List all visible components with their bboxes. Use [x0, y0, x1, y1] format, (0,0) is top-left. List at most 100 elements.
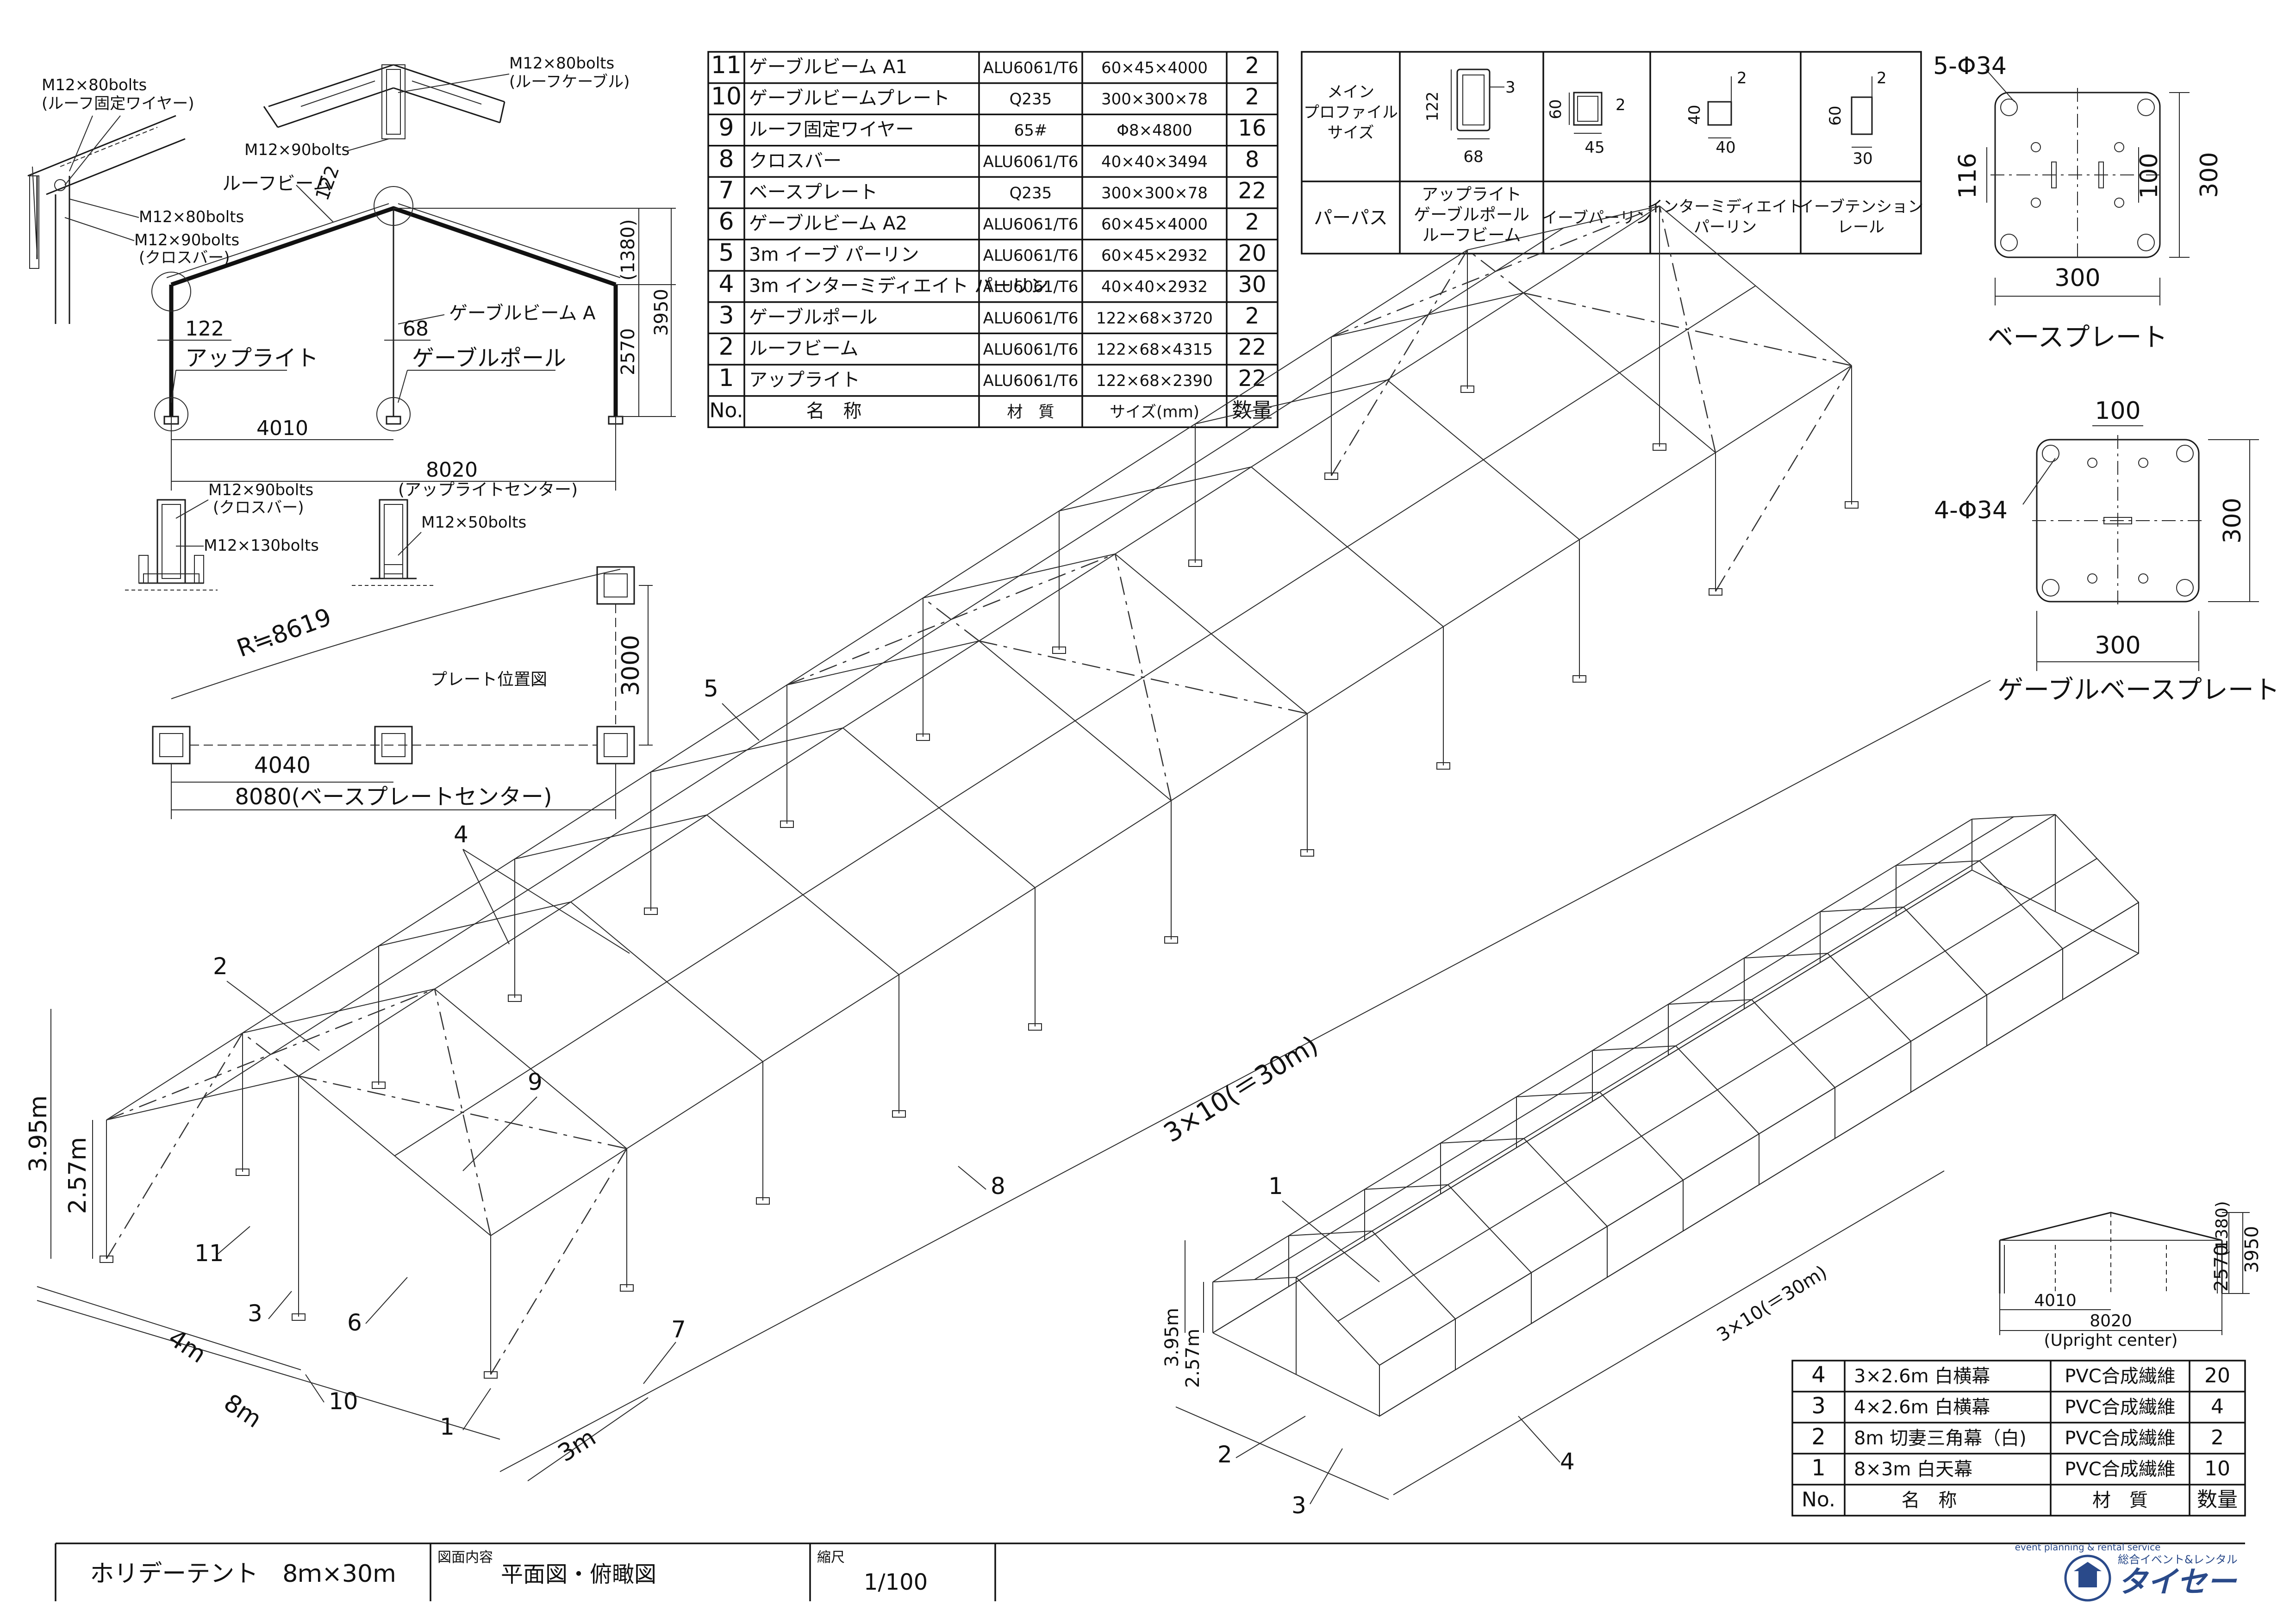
small-section-drawing: (1380) 3950 2570 4010 8020 (Upright cent…	[1999, 1201, 2263, 1350]
bolt-90: M12×90bolts	[244, 141, 349, 159]
callout-6: 6	[347, 1309, 362, 1336]
callout-8: 8	[991, 1173, 1005, 1200]
main-isometric-frame	[37, 205, 1991, 1481]
base-plate-title: ベースプレート	[1987, 323, 2167, 353]
part-material: ALU6061/T6	[983, 59, 1079, 77]
base-plate-holes: 5-Φ34	[1933, 52, 2007, 80]
dim-1380: (1380)	[618, 219, 639, 280]
part-qty: 20	[1238, 241, 1266, 267]
parts-header-material: 材 質	[1007, 403, 1054, 422]
p3-height: 40	[1685, 105, 1704, 124]
callout-10: 10	[329, 1388, 358, 1415]
p2-height: 60	[1547, 99, 1565, 119]
parts-header-name: 名 称	[806, 401, 862, 422]
base-plate-drawing: 5-Φ34 300 300 116 100 ベースプレート	[1933, 52, 2223, 353]
purpose-4b: レール	[1837, 218, 1884, 236]
joint-detail-top	[263, 64, 505, 139]
cover-qty: 20	[2204, 1364, 2230, 1387]
plate-4040: 4040	[254, 752, 311, 778]
label-roof-beam: ルーフビーム	[222, 173, 331, 194]
cover-qty: 4	[2211, 1395, 2224, 1418]
dim-8020-sub: (アップライトセンター)	[398, 480, 578, 499]
small-section-2570: 2570	[2211, 1244, 2232, 1292]
dim-4010: 4010	[256, 417, 308, 440]
plate-8080: 8080(ベースプレートセンター)	[235, 784, 552, 810]
joint-detail-left	[27, 115, 186, 324]
part-qty: 2	[1245, 303, 1260, 329]
part-name: 3m イーブ パーリン	[749, 244, 919, 266]
cover-name: 8×3m 白天幕	[1854, 1459, 1972, 1480]
part-name: ルーフビーム	[749, 338, 858, 359]
small-section-8020: 8020	[2090, 1312, 2132, 1331]
part-size: 300×300×78	[1101, 90, 1208, 109]
small-section-1380: (1380)	[2213, 1201, 2232, 1256]
p4-height: 60	[1826, 106, 1845, 125]
part-qty: 2	[1245, 84, 1260, 110]
bolt-90-cross-sub: (クロスバー)	[139, 249, 230, 267]
part-name: ゲーブルビーム A2	[749, 213, 907, 234]
bolt-90-cross2-sub: (クロスバー)	[213, 498, 304, 517]
dim-8020: 8020	[426, 458, 478, 482]
part-material: 65#	[1014, 121, 1048, 140]
p3-width: 40	[1716, 138, 1735, 157]
purpose-3b: パーリン	[1694, 218, 1757, 236]
profile-table: メイン プロファイル サイズ パーパス アップライト ゲーブルポール ルーフビー…	[1301, 51, 1923, 255]
small-height-395: 3.95m	[1161, 1308, 1183, 1367]
callout-9: 9	[528, 1069, 543, 1095]
p1-thickness: 3	[1505, 78, 1516, 97]
cover-qty: 10	[2204, 1457, 2230, 1480]
callout-4: 4	[454, 821, 468, 848]
small-callout-2: 2	[1217, 1441, 1232, 1468]
part-qty: 8	[1245, 147, 1260, 173]
cover-no: 1	[1811, 1455, 1826, 1481]
part-qty: 22	[1238, 178, 1266, 204]
small-section-sub: (Upright center)	[2044, 1331, 2177, 1350]
part-qty: 30	[1238, 272, 1266, 298]
bolt-50: M12×50bolts	[421, 513, 526, 532]
plate-3000: 3000	[617, 635, 645, 696]
bolt-roof-cable-sub: (ルーフケーブル)	[509, 73, 630, 91]
part-size: 60×45×4000	[1101, 215, 1208, 234]
part-no: 8	[718, 145, 734, 173]
part-size: 122×68×2390	[1096, 372, 1213, 390]
part-size: 60×45×4000	[1101, 59, 1208, 77]
gable-plate-width: 300	[2095, 632, 2140, 659]
part-qty: 2	[1245, 209, 1260, 235]
p4-width: 30	[1853, 149, 1872, 168]
plate-layout-drawing: R≒8619 プレート位置図 3000 4040 8080(ベースプレートセンタ…	[152, 566, 653, 819]
profile-40x40-icon: 40 40 2	[1685, 69, 1747, 157]
profile-label-1: メイン	[1327, 83, 1374, 101]
cover-material: PVC合成繊維	[2065, 1366, 2175, 1387]
callout-2: 2	[213, 953, 228, 980]
part-qty: 22	[1238, 334, 1266, 360]
part-no: 3	[718, 302, 734, 330]
cover-material: PVC合成繊維	[2065, 1459, 2175, 1480]
dim-2570: 2570	[618, 328, 639, 375]
small-callout-3: 3	[1292, 1492, 1306, 1519]
small-height-257: 2.57m	[1182, 1329, 1204, 1388]
part-size: 40×40×3494	[1101, 153, 1208, 171]
purpose-1a: アップライト	[1422, 185, 1522, 204]
purpose-1b: ゲーブルポール	[1414, 205, 1529, 224]
label-upright: アップライト	[185, 345, 318, 371]
part-no: 4	[718, 270, 734, 298]
part-size: 122×68×3720	[1096, 309, 1213, 328]
purpose-label: パーパス	[1314, 207, 1388, 229]
callout-1: 1	[440, 1413, 455, 1440]
p2-width: 45	[1585, 138, 1604, 157]
part-no: 1	[718, 364, 734, 392]
dim-3950: 3950	[651, 289, 672, 336]
dim-122: 122	[185, 317, 224, 341]
cover-header-name: 名 称	[1902, 1490, 1957, 1511]
base-plate-width: 300	[2054, 264, 2100, 292]
frame-section-drawing: M12×80bolts (ルーフ固定ワイヤー) M12×80bolts (ルーフ…	[27, 54, 676, 591]
cover-header-material: 材 質	[2092, 1490, 2148, 1511]
part-qty: 2	[1245, 53, 1260, 79]
parts-header-size: サイズ(mm)	[1110, 403, 1199, 422]
p4-thickness: 2	[1877, 69, 1887, 87]
foot-detail-gable	[352, 499, 435, 586]
part-material: ALU6061/T6	[983, 247, 1079, 265]
part-material: ALU6061/T6	[983, 278, 1079, 296]
